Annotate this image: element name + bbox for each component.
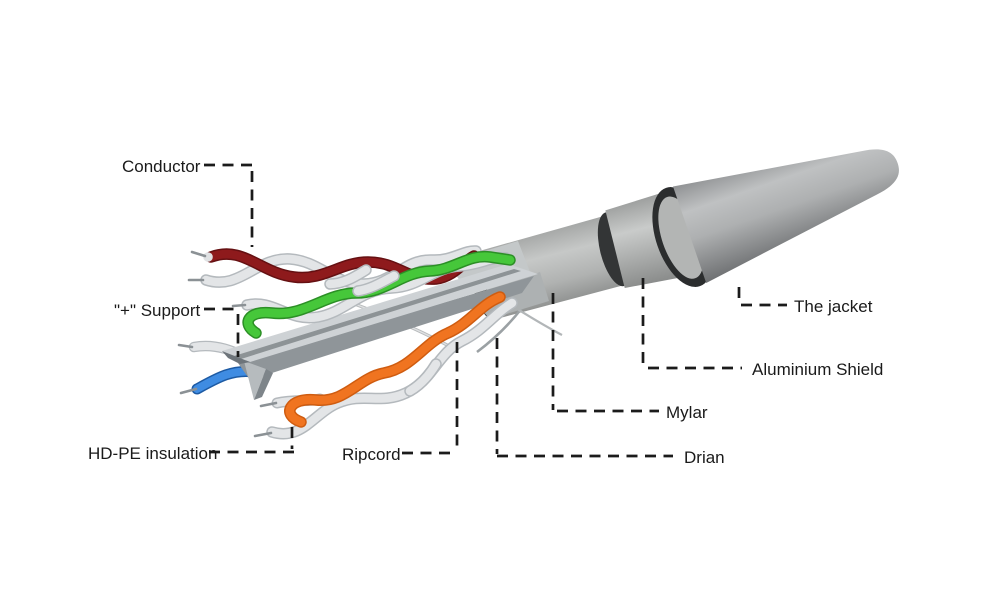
support-tip-notch	[222, 351, 250, 364]
maroon-conductor-pin	[190, 250, 207, 258]
pair-green	[231, 250, 516, 339]
label-support: "+" Support	[114, 301, 201, 320]
leader-line-conductor	[204, 163, 254, 247]
orange-stub-pin	[259, 401, 278, 408]
orange-pair-cross	[405, 359, 441, 396]
label-jacket: The jacket	[794, 297, 873, 316]
leader-line-aluminium-shield	[641, 278, 742, 370]
pair-orange	[253, 291, 518, 440]
maroon-pair-cross	[325, 265, 371, 289]
support-under-face	[238, 276, 534, 380]
label-hdpe-insulation: HD-PE insulation	[88, 444, 217, 463]
label-aluminium-shield: Aluminium Shield	[752, 360, 883, 379]
support-groove	[234, 269, 521, 359]
pair-maroon	[187, 245, 482, 290]
annotation-drian: Drian	[495, 338, 725, 467]
support-fin-edge	[254, 369, 273, 400]
green-pair-white-pin	[231, 303, 247, 308]
annotation-conductor: Conductor	[122, 157, 254, 247]
cable-jacket	[673, 149, 899, 283]
support-fin	[244, 361, 266, 400]
leader-line-ripcord	[402, 342, 459, 455]
label-mylar: Mylar	[666, 403, 708, 422]
leader-line-drian	[495, 338, 673, 458]
green-pair-cross	[353, 271, 399, 296]
maroon-wire-stripped-tip	[203, 252, 213, 262]
label-ripcord: Ripcord	[342, 445, 401, 464]
outer-jacket-group	[652, 149, 899, 287]
annotation-hdpe-insulation: HD-PE insulation	[88, 427, 294, 463]
orange-pair-white-pin	[253, 431, 273, 438]
annotation-ripcord: Ripcord	[342, 342, 459, 464]
blue-conductor-pin	[179, 387, 198, 395]
leader-line-support	[204, 307, 241, 357]
annotation-support: "+" Support	[114, 301, 241, 357]
label-drian: Drian	[684, 448, 725, 467]
blue-pair-white-pin	[177, 343, 194, 349]
cross-support	[222, 264, 538, 400]
leader-line-hdpe	[209, 427, 294, 454]
annotation-jacket: The jacket	[737, 287, 873, 316]
annotation-aluminium-shield: Aluminium Shield	[641, 278, 883, 379]
annotations: Conductor "+" Support HD-PE insulation R…	[88, 157, 883, 467]
annotation-mylar: Mylar	[551, 293, 708, 422]
leader-line-jacket	[737, 287, 787, 307]
leader-line-mylar	[551, 293, 659, 413]
label-conductor: Conductor	[122, 157, 201, 176]
orange-wire	[285, 292, 505, 427]
maroon-wire	[206, 249, 479, 284]
